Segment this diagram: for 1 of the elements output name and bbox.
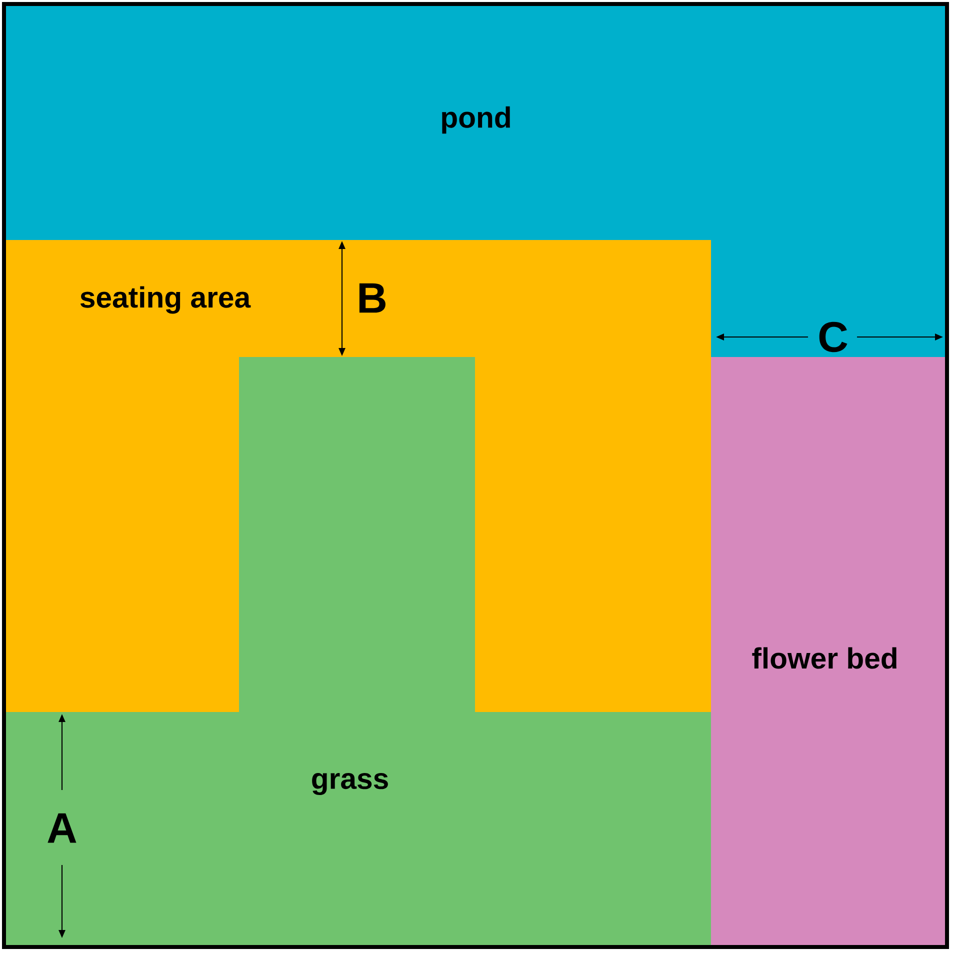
- garden-area: flower bed: [711, 357, 947, 947]
